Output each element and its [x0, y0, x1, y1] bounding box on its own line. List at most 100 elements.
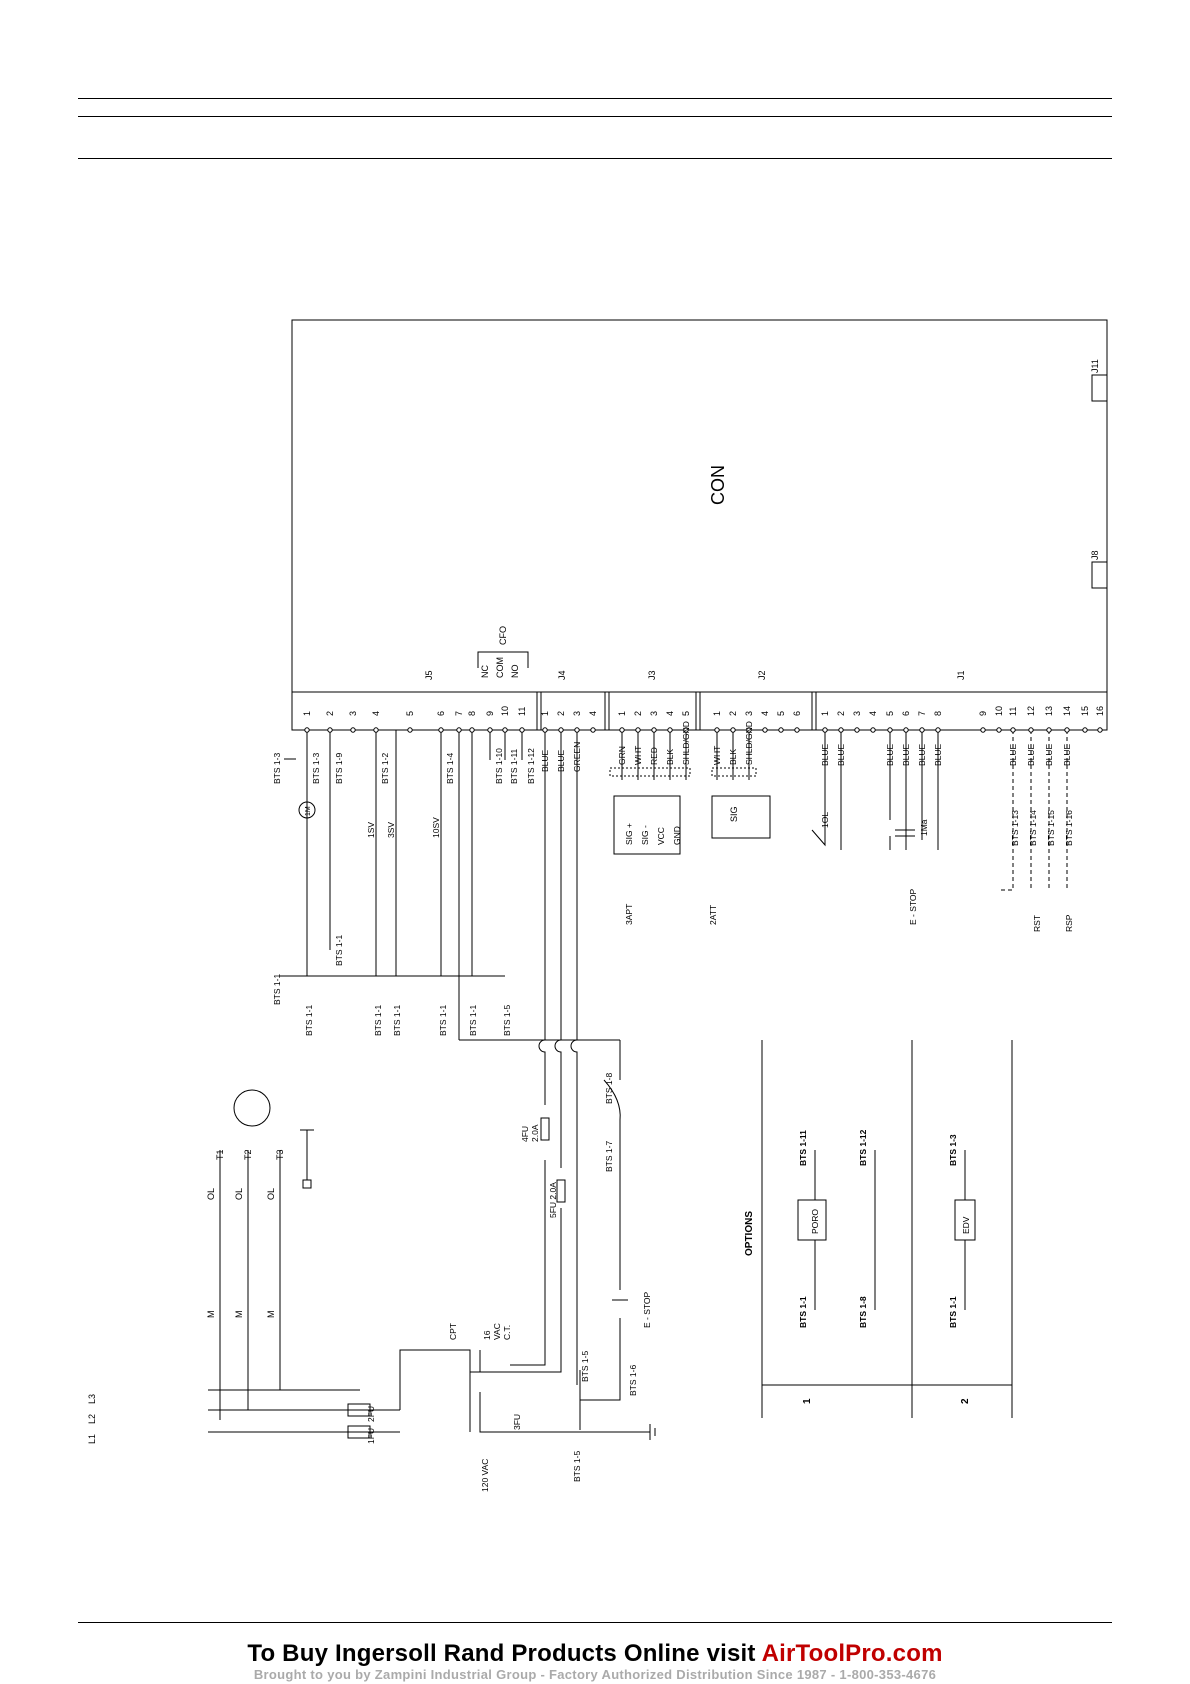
j1-pin-3: 3 — [852, 711, 862, 716]
bus-bottom-5: BTS 1-5 — [502, 1005, 512, 1036]
j3-pin-5: 5 — [681, 711, 691, 716]
bus-tap-label: BTS 1-1 — [334, 935, 344, 966]
footer-brand-link[interactable]: AirToolPro.com — [761, 1640, 943, 1667]
j1-pin-dot-16 — [1097, 727, 1103, 733]
j5-wire-top-3: BTS 1-4 — [445, 753, 455, 784]
att-name: 2ATT — [708, 905, 718, 925]
power-bts-2: BTS 1-5 — [580, 1351, 590, 1382]
fu4-label: 4FU — [520, 1126, 530, 1142]
j2-pin-1: 1 — [712, 711, 722, 716]
bus-label: BTS 1-1 — [272, 974, 282, 1005]
j1-wire-color-6: BLUE — [1008, 743, 1018, 766]
connector-j1: J1 — [956, 670, 966, 680]
j1-pin-9: 9 — [978, 711, 988, 716]
overload-0: OL — [206, 1188, 216, 1200]
j1-pin-11: 11 — [1008, 707, 1018, 716]
j5-pin-3: 3 — [348, 711, 358, 716]
j1-pin-dot-15 — [1082, 727, 1088, 733]
j5-pin-9: 9 — [485, 711, 495, 716]
j5-wire-left: BTS 1-3 — [272, 753, 282, 784]
j5-pin-dot-7 — [456, 727, 462, 733]
top-rule-2 — [78, 116, 1112, 117]
overload-1: OL — [234, 1188, 244, 1200]
j1-pin-dot-3 — [854, 727, 860, 733]
j1-pin-dot-5 — [887, 727, 893, 733]
j2-pin-3: 3 — [744, 711, 754, 716]
j4-wire-1: BLUE — [556, 749, 566, 772]
j1-wire-color-1: BLUE — [836, 743, 846, 766]
j5-wire-top-0: BTS 1-3 — [311, 753, 321, 784]
bus-bottom-1: BTS 1-1 — [373, 1005, 383, 1036]
connector-j5: J5 — [424, 670, 434, 680]
cfo-com: COM — [495, 657, 505, 678]
j5-pin-1: 1 — [302, 711, 312, 716]
j4-pin-1: 1 — [540, 711, 550, 716]
j2-pin-dot-3 — [746, 727, 752, 733]
apt-sensor-box — [613, 795, 681, 855]
option-1-left-b: BTS 1-8 — [858, 1296, 868, 1328]
fu4-amp: 2.0A — [530, 1124, 540, 1142]
fuse1-label: 1FU — [366, 1428, 376, 1444]
j4-pin-dot-1 — [542, 727, 548, 733]
j1-ma-label: 1Ma — [919, 819, 929, 836]
j1-pin-dot-9 — [980, 727, 986, 733]
options-title: OPTIONS — [744, 1211, 755, 1256]
j2-pin-6: 6 — [792, 711, 802, 716]
vac-out-0: 16 — [482, 1330, 492, 1340]
j1-wire-color-5: BLUE — [933, 743, 943, 766]
j5-pin-dot-10 — [502, 727, 508, 733]
j5-pin-dot-8 — [469, 727, 475, 733]
fuse2-label: 2FU — [366, 1406, 376, 1422]
j4-pin-dot-4 — [590, 727, 596, 733]
j2-pin-dot-4 — [762, 727, 768, 733]
j1-pin-dot-14 — [1064, 727, 1070, 733]
j3-pin-2: 2 — [633, 711, 643, 716]
j5-wire-top-1: BTS 1-9 — [334, 753, 344, 784]
j2-pin-4: 4 — [760, 711, 770, 716]
power-bts-3: BTS 1-6 — [628, 1365, 638, 1396]
vac-out-1: VAC — [492, 1323, 502, 1340]
j3-pin-dot-5 — [683, 727, 689, 733]
controller-box — [291, 319, 1108, 731]
j5-pin-10: 10 — [500, 706, 510, 716]
fuse-4fu — [540, 1117, 550, 1141]
j4-pin-dot-3 — [574, 727, 580, 733]
j1-bts-2: BTS 1-15 — [1046, 810, 1056, 846]
fu5-label: 5FU 2.0A — [548, 1182, 558, 1218]
j3-wire-2: RED — [649, 747, 659, 765]
j3-pin-dot-3 — [651, 727, 657, 733]
j5-pin-dot-11 — [519, 727, 525, 733]
power-bts-4: BTS 1-5 — [572, 1451, 582, 1482]
cfo-nc: NC — [480, 665, 490, 678]
option-1-right-b: BTS 1-12 — [858, 1129, 868, 1166]
contactor-0: M — [206, 1311, 216, 1319]
j1-pin-16: 16 — [1095, 706, 1105, 716]
cpt-label: CPT — [448, 1323, 458, 1340]
j1-estop-label: E - STOP — [908, 888, 918, 925]
j1-pin-13: 13 — [1044, 706, 1054, 716]
connector-j2: J2 — [757, 670, 767, 680]
j1-bts-1: BTS 1-14 — [1028, 810, 1038, 846]
footer-buy-prefix: To Buy Ingersoll Rand Products Online vi… — [247, 1640, 762, 1667]
j5-pin-2: 2 — [325, 711, 335, 716]
motor-1m-label: 1M — [305, 806, 312, 816]
j2-pin-dot-1 — [714, 727, 720, 733]
contactor-2: M — [266, 1311, 276, 1319]
j2-pin-dot-6 — [794, 727, 800, 733]
fu3-label: 3FU — [512, 1414, 522, 1430]
option-1-device: PORO — [810, 1209, 820, 1234]
j1-pin-15: 15 — [1080, 706, 1090, 716]
apt-name: 3APT — [624, 904, 634, 925]
vac-out-2: C.T. — [502, 1325, 512, 1340]
j5-wire-top-6: BTS 1-12 — [526, 748, 536, 784]
top-rule-3 — [78, 158, 1112, 159]
j1-pin-8: 8 — [933, 711, 943, 716]
connector-j8: J8 — [1090, 550, 1100, 560]
j2-pin-5: 5 — [776, 711, 786, 716]
power-bts-0: BTS 1-8 — [604, 1073, 614, 1104]
j1-pin-dot-13 — [1046, 727, 1052, 733]
j1-pin-dot-11 — [1010, 727, 1016, 733]
